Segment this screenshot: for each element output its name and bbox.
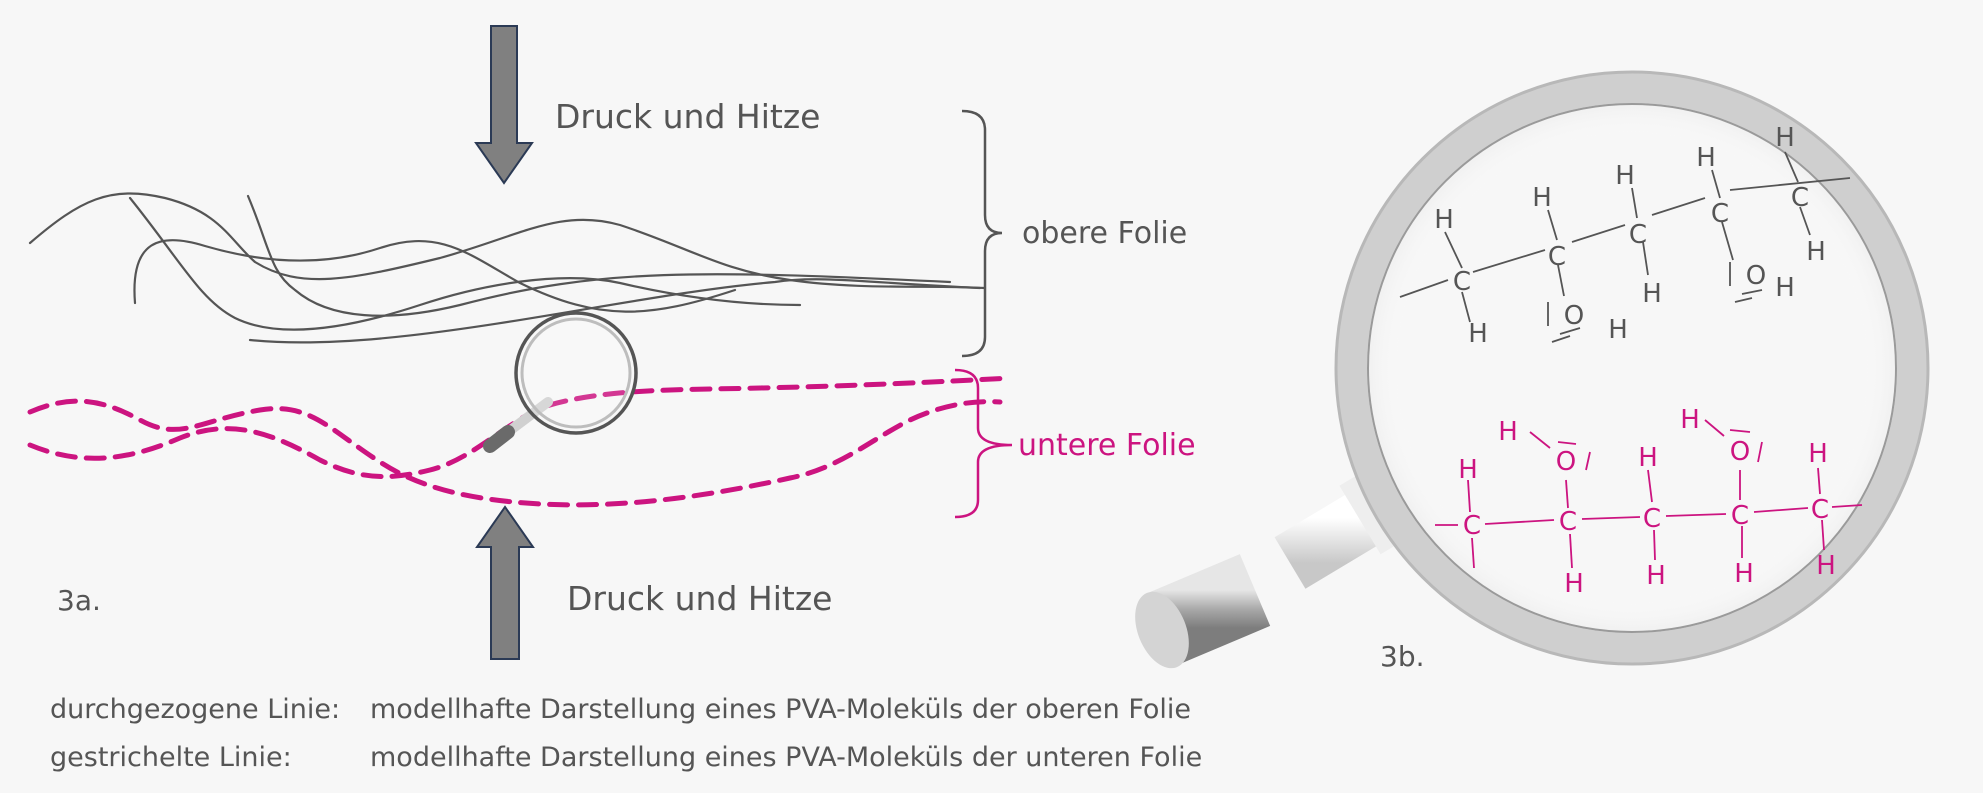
pressure-arrow-bottom <box>475 505 535 660</box>
lower-film-label: untere Folie <box>1018 428 1196 463</box>
atom-h: H <box>1775 123 1795 153</box>
atom-o: O <box>1746 261 1766 291</box>
atom-c: C <box>1453 267 1471 297</box>
panel-label-3b: 3b. <box>1380 640 1425 673</box>
small-magnifier-icon <box>483 311 638 453</box>
atom-h: H <box>1806 237 1826 267</box>
atom-h: H <box>1615 161 1635 191</box>
legend-text: modellhafte Darstellung eines PVA-Molekü… <box>370 694 1192 725</box>
atom-h: H <box>1680 405 1700 435</box>
legend-solid-line: durchgezogene Linie: modellhafte Darstell… <box>50 694 1191 725</box>
atom-c: C <box>1711 199 1729 229</box>
atom-h: H <box>1775 273 1795 303</box>
upper-film-brace <box>961 109 1003 358</box>
atom-c: C <box>1463 511 1481 541</box>
legend-key: gestrichelte Linie: <box>50 742 292 773</box>
atom-h: H <box>1532 183 1552 213</box>
atom-h: H <box>1608 315 1628 345</box>
atom-h: H <box>1434 205 1454 235</box>
atom-h: H <box>1696 143 1716 173</box>
legend-text: modellhafte Darstellung eines PVA-Molekü… <box>370 742 1203 773</box>
atom-c: C <box>1791 183 1809 213</box>
lower-pva-molecule: C C C C C H H H H H H H H H O O <box>1435 405 1863 599</box>
large-magnifier-icon <box>1135 70 1930 669</box>
atom-h: H <box>1646 561 1666 591</box>
atom-c: C <box>1548 242 1566 272</box>
upper-pva-molecule: C C C C C H H H H H H H H H H O O <box>1399 123 1851 349</box>
atom-h: H <box>1816 551 1836 581</box>
atom-o: O <box>1730 437 1750 467</box>
atom-o: O <box>1556 447 1576 477</box>
atom-h: H <box>1808 439 1828 469</box>
pressure-label-top: Druck und Hitze <box>555 97 820 136</box>
atom-c: C <box>1811 495 1829 525</box>
legend-key: durchgezogene Linie: <box>50 694 341 725</box>
upper-film-molecules <box>28 192 987 344</box>
panel-label-3a: 3a. <box>57 584 101 617</box>
upper-film-label: obere Folie <box>1022 216 1187 251</box>
atom-h: H <box>1458 455 1478 485</box>
pressure-arrow-top <box>474 25 534 185</box>
atom-c: C <box>1559 507 1577 537</box>
lower-film-molecules <box>27 375 1013 508</box>
atom-h: H <box>1734 559 1754 589</box>
atom-h: H <box>1564 569 1584 599</box>
atom-h: H <box>1468 319 1488 349</box>
atom-c: C <box>1643 504 1661 534</box>
atom-h: H <box>1642 279 1662 309</box>
lower-film-brace <box>954 368 1013 519</box>
legend-dashed-line: gestrichelte Linie: modellhafte Darstellu… <box>50 742 1202 773</box>
atom-c: C <box>1731 501 1749 531</box>
atom-o: O <box>1564 301 1584 331</box>
atom-h: H <box>1638 443 1658 473</box>
pressure-label-bottom: Druck und Hitze <box>567 579 832 618</box>
atom-h: H <box>1498 417 1518 447</box>
atom-c: C <box>1629 220 1647 250</box>
